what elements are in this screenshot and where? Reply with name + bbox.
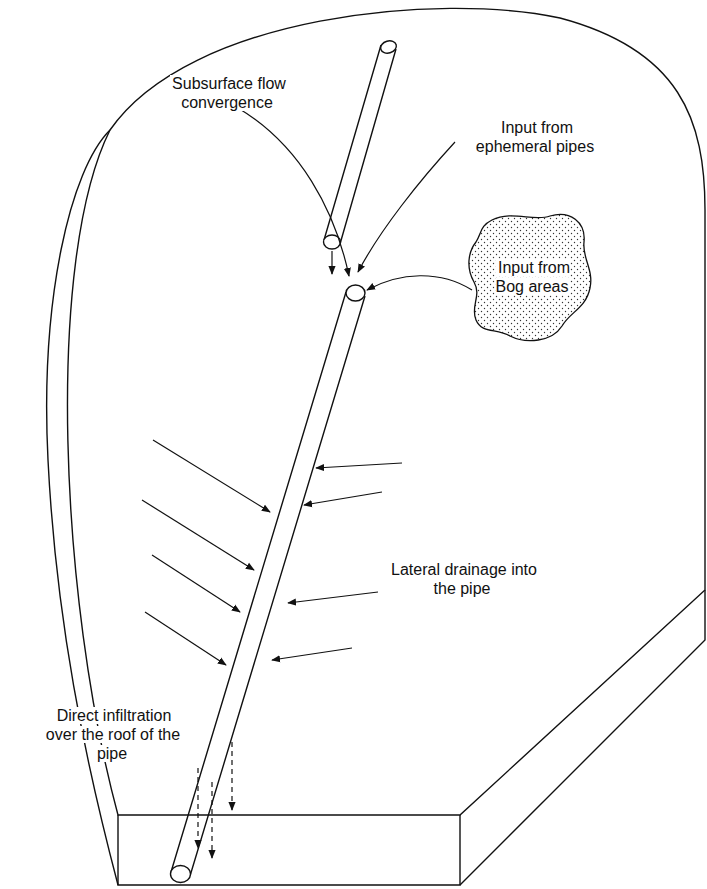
slope-block: [47, 8, 705, 885]
bog-outline: [462, 208, 596, 346]
annotation-label: Lateral drainage into the pipe: [388, 560, 538, 598]
bog-text-block: Input from Bog areas: [480, 208, 586, 296]
annotation-label: Subsurface flow convergence: [158, 74, 298, 112]
annotation-label: Direct infiltration over the roof of the…: [38, 706, 188, 763]
label-text: Direct infiltration over the roof of the…: [46, 707, 180, 762]
ephemeral-pipe: [324, 39, 398, 249]
infiltration-arrows: [198, 742, 232, 858]
annotation-label: Input from ephemeral pipes: [470, 118, 602, 156]
main-pipe: [171, 285, 366, 883]
bog-area: Input from Bog areas: [462, 208, 596, 346]
flow-arrows: [142, 108, 472, 665]
label-text: Lateral drainage into the pipe: [389, 561, 537, 597]
label-text: Input from ephemeral pipes: [476, 119, 596, 155]
node-text: Input from Bog areas: [496, 259, 571, 295]
label-text: Subsurface flow convergence: [170, 75, 286, 111]
